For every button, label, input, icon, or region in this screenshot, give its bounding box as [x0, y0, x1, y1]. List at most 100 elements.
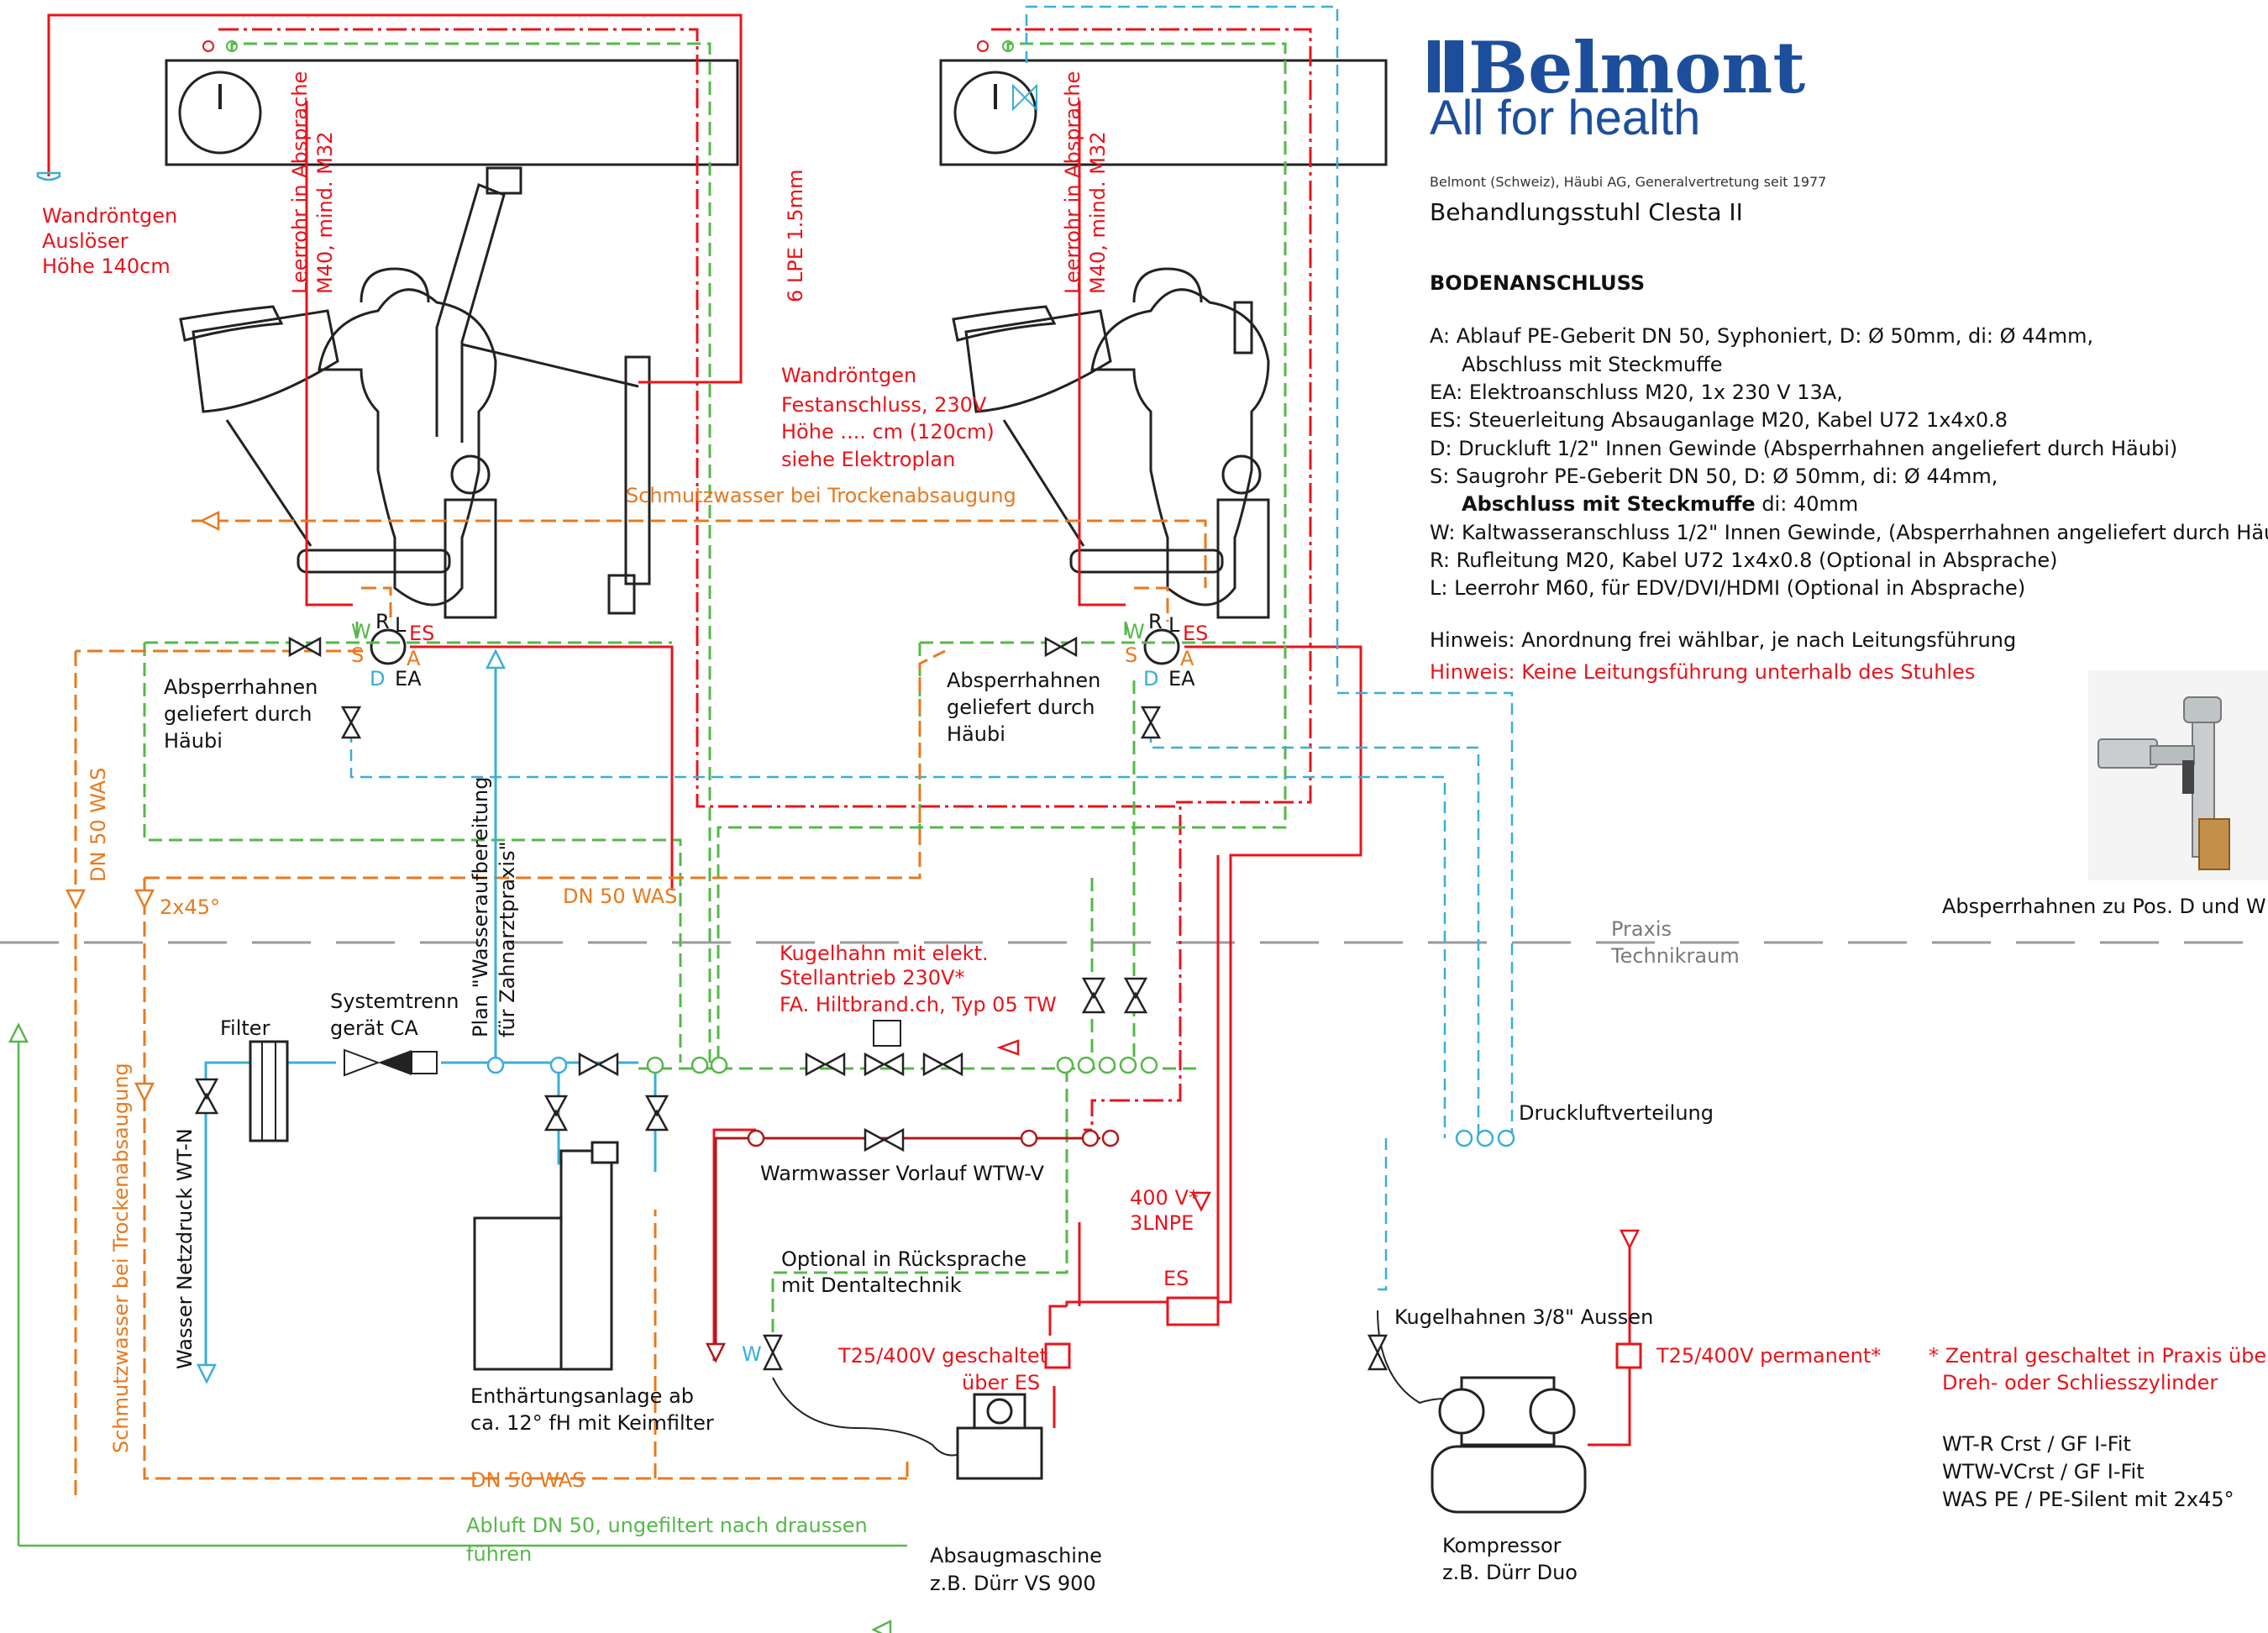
- legend-r: R: Rufleitung M20, Kabel U72 1x4x0.8 (Op…: [1430, 549, 2057, 572]
- label-warmwasser: Warmwasser Vorlauf WTW-V: [760, 1162, 1045, 1185]
- electric-lines: [47, 13, 1631, 1447]
- legend-ea: EA: Elektroanschluss M20, 1x 230 V 13A,: [1430, 381, 1843, 404]
- sink-counter-left: [165, 40, 739, 166]
- flow-arrows: [8, 510, 1641, 1633]
- port-right-d: D: [1143, 667, 1158, 690]
- waste-lines: [74, 519, 1207, 1495]
- port-left-l: L: [395, 613, 407, 637]
- label-kompressor-2: z.B. Dürr Duo: [1442, 1561, 1578, 1584]
- labels-middle: Wandröntgen Festanschluss, 230V Höhe ...…: [87, 364, 1100, 1037]
- warm-water-line: [714, 1137, 1100, 1344]
- filter-device: [249, 1040, 289, 1142]
- motor-actuator: [873, 1020, 901, 1047]
- label-absperr-right-2: geliefert durch: [947, 696, 1095, 719]
- port-right-s: S: [1125, 643, 1137, 667]
- system-separator: [344, 1048, 438, 1077]
- label-festanschluss-3: Höhe .... cm (120cm): [781, 420, 995, 444]
- label-systemtrenn-1: Systemtrenn: [330, 990, 459, 1013]
- fuse-right: [1615, 1342, 1642, 1369]
- label-leerrohr-left-2: M40, mind. M32: [313, 132, 337, 295]
- label-systemtrenn-2: gerät CA: [330, 1016, 418, 1040]
- legend-w: W: Kaltwasseranschluss 1/2" Innen Gewind…: [1430, 521, 2268, 544]
- softener-unit: [473, 1141, 619, 1371]
- product-title: Behandlungsstuhl Clesta II: [1430, 198, 1743, 226]
- label-wandroentgen-3: Höhe 140cm: [42, 255, 171, 278]
- label-enthaertung-1: Enthärtungsanlage ab: [470, 1384, 694, 1408]
- label-festanschluss-2: Festanschluss, 230V: [781, 393, 987, 417]
- valve-photo: Absperrhahnen zu Pos. D und W: [1942, 670, 2268, 918]
- port-left-r: R: [375, 610, 390, 633]
- label-festanschluss-4: siehe Elektroplan: [781, 448, 955, 471]
- port-right-ea: EA: [1168, 667, 1195, 690]
- label-optional-2: mit Dentaltechnik: [781, 1273, 962, 1297]
- label-400v-2: 3LNPE: [1130, 1211, 1194, 1235]
- label-t25-geschaltet-1: T25/400V geschaltet: [837, 1344, 1047, 1368]
- label-w: W: [742, 1342, 762, 1366]
- legend-s: S: Saugrohr PE-Geberit DN 50, D: Ø 50mm,…: [1430, 465, 1998, 488]
- legend-d: D: Druckluft 1/2" Innen Gewinde (Absperr…: [1430, 437, 2177, 460]
- section-heading: BODENANSCHLUSS: [1430, 271, 1645, 295]
- label-t25-geschaltet-2: über ES: [962, 1371, 1040, 1394]
- label-es: ES: [1163, 1267, 1189, 1290]
- label-kugelhahn-2: Stellantrieb 230V*: [780, 966, 964, 990]
- label-kugelhahnen-38: Kugelhahnen 3/8" Aussen: [1394, 1305, 1653, 1329]
- label-leerrohr-left-1: Leerrohr in Absprache: [288, 71, 312, 294]
- label-abluft-2: führen: [466, 1542, 532, 1566]
- label-absaugmaschine-1: Absaugmaschine: [930, 1544, 1102, 1567]
- sink-counter-right: [939, 40, 1388, 166]
- black-lines: [772, 1310, 1471, 1457]
- air-lines: [349, 5, 1514, 1291]
- labels-top-left: Wandröntgen Auslöser Höhe 140cm Leerrohr…: [36, 71, 1110, 302]
- suction-machine: [956, 1393, 1043, 1480]
- floor-port-left: R L W ES S A D EA: [351, 610, 434, 690]
- port-left-w: W: [351, 620, 371, 643]
- label-material-1: WT-R Crst / GF I-Fit: [1942, 1432, 2131, 1456]
- label-filter: Filter: [220, 1016, 270, 1040]
- label-druckluftverteilung: Druckluftverteilung: [1519, 1101, 1714, 1125]
- valves: [194, 636, 1389, 1371]
- label-abluft-1: Abluft DN 50, ungefiltert nach draussen: [466, 1514, 868, 1537]
- hint-red: Hinweis: Keine Leitungsführung unterhalb…: [1430, 660, 1975, 684]
- label-festanschluss-1: Wandröntgen: [781, 364, 916, 387]
- label-dn50-bottom: DN 50 WAS: [470, 1468, 585, 1492]
- es-relay: [1166, 1296, 1220, 1326]
- legend-l: L: Leerrohr M60, für EDV/DVI/HDMI (Optio…: [1430, 576, 2025, 600]
- brand-block: Belmont All for health Belmont (Schweiz)…: [1428, 26, 1826, 295]
- fuse-left: [1044, 1342, 1071, 1369]
- port-right-r: R: [1148, 610, 1163, 633]
- exhaust-line: [17, 1033, 907, 1547]
- zone-technikraum-label: Technikraum: [1610, 944, 1740, 968]
- labels-lower: Filter Systemtrenn gerät CA Wasser Netzd…: [109, 990, 2268, 1595]
- label-absperr-left-3: Häubi: [164, 729, 223, 753]
- label-lpe: 6 LPE 1.5mm: [784, 170, 807, 302]
- brand-name: Belmont: [1468, 26, 1805, 109]
- dental-chair-right: [952, 267, 1270, 619]
- label-wasser-netzdruck: Wasser Netzdruck WT-N: [173, 1128, 197, 1369]
- electric-dashdot-lines: [218, 28, 1312, 1130]
- label-enthaertung-2: ca. 12° fH mit Keimfilter: [470, 1411, 714, 1435]
- label-absperr-right-3: Häubi: [947, 722, 1005, 746]
- port-left-d: D: [370, 667, 385, 690]
- label-t25-permanent: T25/400V permanent*: [1656, 1344, 1881, 1368]
- label-absperr-left-1: Absperrhahnen: [164, 675, 318, 699]
- port-right-w: W: [1125, 620, 1145, 643]
- label-absperr-left-2: geliefert durch: [164, 702, 312, 726]
- port-left-es: ES: [409, 622, 434, 645]
- label-leerrohr-right-2: M40, mind. M32: [1086, 132, 1110, 295]
- port-right-l: L: [1168, 613, 1180, 637]
- port-left-a: A: [407, 647, 421, 670]
- label-zentral-2: Dreh- oder Schliesszylinder: [1942, 1371, 2218, 1394]
- label-wandroentgen-2: Auslöser: [42, 229, 129, 253]
- label-material-2: WTW-VCrst / GF I-Fit: [1942, 1460, 2145, 1483]
- label-absaugmaschine-2: z.B. Dürr VS 900: [930, 1572, 1096, 1595]
- label-schmutzwasser-vertical: Schmutzwasser bei Trockenabsaugung: [109, 1063, 133, 1453]
- label-zentral-1: * Zentral geschaltet in Praxis über: [1929, 1344, 2268, 1368]
- zone-praxis-label: Praxis: [1611, 917, 1672, 941]
- label-2x45: 2x45°: [160, 895, 220, 919]
- label-leerrohr-right-1: Leerrohr in Absprache: [1061, 71, 1084, 294]
- label-material-3: WAS PE / PE-Silent mit 2x45°: [1942, 1488, 2234, 1511]
- label-kugelhahn-3: FA. Hiltbrand.ch, Typ 05 TW: [780, 993, 1057, 1016]
- legend-a: A: Ablauf PE-Geberit DN 50, Syphoniert, …: [1430, 324, 2093, 348]
- port-right-es: ES: [1183, 622, 1208, 645]
